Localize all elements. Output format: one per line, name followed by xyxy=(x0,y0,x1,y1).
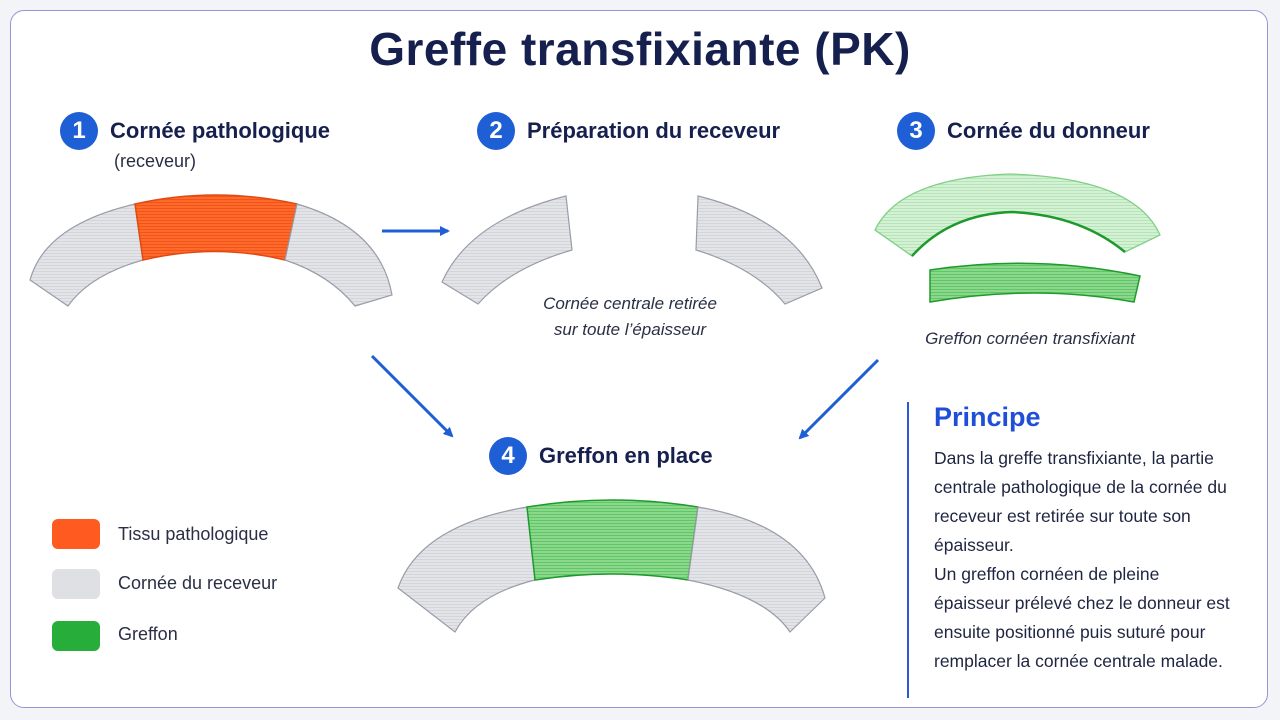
arrow-step3-to-step4 xyxy=(798,358,880,440)
step-2-caption-line-1: Cornée centrale retirée xyxy=(543,294,717,313)
step-1-subtitle: (receveur) xyxy=(114,151,197,171)
transfixing-graft xyxy=(929,262,1141,303)
prepared-recipient-diagram xyxy=(441,195,823,305)
step-1-header: 1 Cornée pathologique xyxy=(60,112,330,150)
recipient-cornea-left xyxy=(29,203,144,307)
step-4-header: 4 Greffon en place xyxy=(489,437,713,475)
recipient-cornea-right-final xyxy=(687,506,826,633)
principle-text: Dans la greffe transfixiante, la partie … xyxy=(934,444,1234,676)
donor-cornea xyxy=(874,173,1161,257)
step-3-caption: Greffon cornéen transfixiant xyxy=(925,329,1135,348)
legend-label-recipient: Cornée du receveur xyxy=(118,573,278,593)
step-3-badge: 3 xyxy=(897,112,935,150)
recipient-rim-right xyxy=(695,195,823,305)
principle-paragraph-1: Dans la greffe transfixiante, la partie … xyxy=(934,448,1227,555)
recipient-cornea-left-final xyxy=(397,506,536,633)
arrow-step1-to-step4 xyxy=(370,354,454,438)
legend-label-pathological: Tissu pathologique xyxy=(118,524,269,544)
step-4-badge: 4 xyxy=(489,437,527,475)
donor-cornea-cut-line xyxy=(911,210,1126,257)
step-2-title: Préparation du receveur xyxy=(527,118,781,143)
legend-swatch-pathological xyxy=(52,519,100,549)
diagram-card xyxy=(10,10,1268,708)
legend-swatch-recipient xyxy=(52,569,100,599)
pathological-tissue-center xyxy=(134,194,298,261)
step-2-caption-line-2: sur toute l’épaisseur xyxy=(553,320,707,339)
legend-label-graft: Greffon xyxy=(118,624,178,644)
principle-title: Principe xyxy=(934,402,1041,432)
step-1-badge: 1 xyxy=(60,112,98,150)
step-4-title: Greffon en place xyxy=(539,443,713,468)
legend-swatch-graft xyxy=(52,621,100,651)
principle-divider xyxy=(907,402,909,698)
step-3-title: Cornée du donneur xyxy=(947,118,1150,143)
step-2-header: 2 Préparation du receveur xyxy=(477,112,780,150)
step-1-title: Cornée pathologique xyxy=(110,118,330,143)
recipient-rim-left xyxy=(441,195,573,305)
graft-center-final xyxy=(526,499,699,581)
page-title: Greffe transfixiante (PK) xyxy=(369,23,911,75)
principle-paragraph-2: Un greffon cornéen de pleine épaisseur p… xyxy=(934,564,1230,671)
graft-in-place-diagram xyxy=(397,499,826,633)
pathological-cornea-diagram xyxy=(29,194,393,307)
recipient-cornea-right xyxy=(284,203,393,307)
step-2-badge: 2 xyxy=(477,112,515,150)
step-3-header: 3 Cornée du donneur xyxy=(897,112,1150,150)
donor-cornea-diagram xyxy=(874,173,1161,303)
step-2-caption: Cornée centrale retirée sur toute l’épai… xyxy=(520,291,740,343)
